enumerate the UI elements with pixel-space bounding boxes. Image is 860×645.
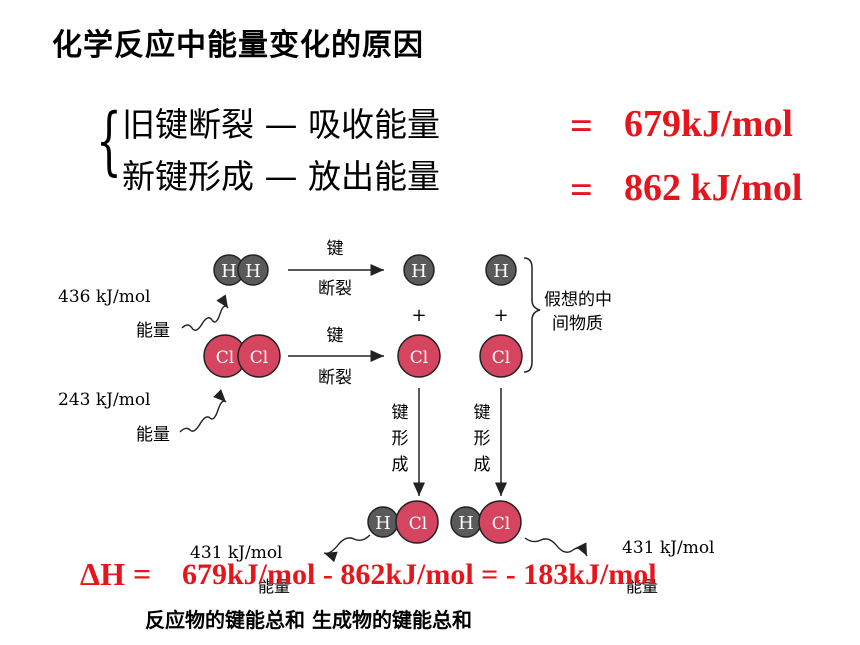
atom-label: Cl	[492, 348, 510, 368]
bond-form-label: 形	[474, 429, 491, 449]
hcl-molecule: H Cl	[367, 500, 439, 544]
atom-label: Cl	[492, 514, 510, 534]
intermediate-label: 假想的中	[544, 290, 612, 310]
energy-hcl-label: 431 kJ/mol	[622, 538, 715, 558]
energy-clcl-label: 243 kJ/mol	[58, 390, 151, 410]
bond-form-label: 形	[392, 429, 409, 449]
break-energy-value: 679kJ/mol	[624, 103, 793, 145]
brace: {	[96, 98, 122, 184]
hcl-molecule: H Cl	[450, 500, 522, 544]
bond-form-label: 成	[392, 455, 409, 475]
atom-label: H	[221, 261, 237, 282]
atom-label: H	[493, 261, 509, 282]
atom-label: Cl	[216, 348, 234, 368]
plus-sign: +	[411, 305, 426, 326]
bond-form-label: 成	[474, 455, 491, 475]
energy-hh-label: 436 kJ/mol	[58, 287, 151, 307]
atom-label: H	[458, 513, 474, 534]
energy-word: 能量	[136, 321, 170, 341]
plus-sign: +	[493, 305, 508, 326]
delta-h-label: ΔH =	[80, 556, 152, 592]
atom-label: Cl	[250, 348, 268, 368]
equals-sign-1: =	[570, 103, 593, 148]
energy-word: 能量	[136, 425, 170, 445]
atom-label: Cl	[410, 348, 428, 368]
expression-subtitle: 反应物的键能总和 生成物的键能总和	[145, 608, 472, 632]
energy-word: 能量	[626, 577, 658, 596]
page-title: 化学反应中能量变化的原因	[52, 28, 424, 63]
bond-form-label: 键	[474, 403, 491, 423]
atom-label: H	[245, 261, 261, 282]
bond-break-label: 键	[327, 326, 344, 346]
h2-molecule: H H	[213, 254, 269, 286]
bond-form-statement: 新键形成 — 放出能量	[122, 157, 440, 196]
atom-label: Cl	[409, 514, 427, 534]
intermediate-label: 间物质	[552, 314, 603, 334]
bond-break-label: 断裂	[318, 368, 352, 388]
atom-label: H	[375, 513, 391, 534]
bond-form-label: 键	[392, 403, 409, 423]
atom-label: H	[411, 261, 427, 282]
form-energy-value: 862 kJ/mol	[624, 167, 803, 209]
energy-hcl-label: 431 kJ/mol	[190, 543, 283, 563]
bond-break-label: 键	[327, 239, 344, 259]
cl2-molecule: Cl Cl	[203, 334, 281, 378]
equals-sign-2: =	[570, 167, 593, 212]
delta-h-expression: 679kJ/mol - 862kJ/mol = - 183kJ/mol	[182, 558, 657, 591]
energy-word: 能量	[258, 577, 290, 596]
bond-break-label: 断裂	[318, 279, 352, 299]
bond-break-statement: 旧键断裂 — 吸收能量	[122, 105, 440, 144]
